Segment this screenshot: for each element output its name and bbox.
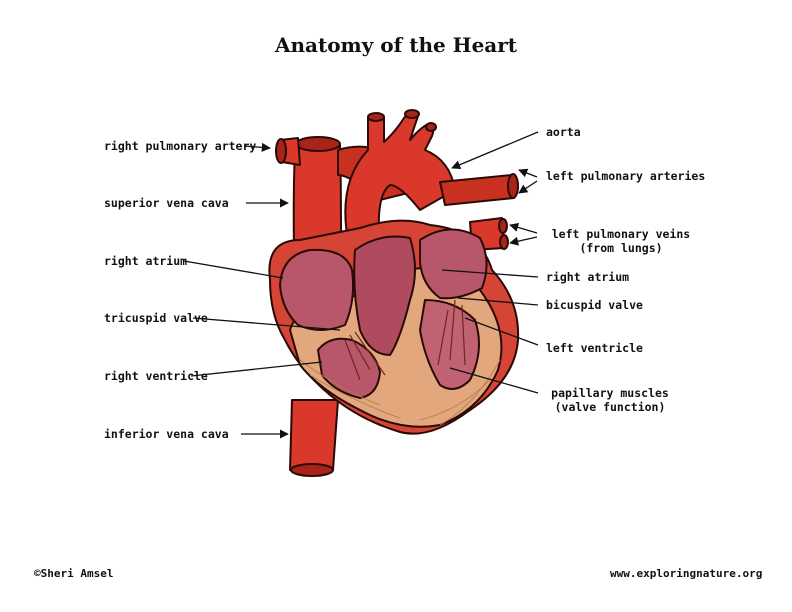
pointer-left-pulmonary-arteries-b [518,180,538,194]
pointer-bicuspid-valve [457,297,539,306]
label-tricuspid-valve: tricuspid valve [104,311,208,325]
muscle-texture [299,359,501,426]
heart-illustration [268,109,520,477]
label-left-ventricle: left ventricle [546,341,643,355]
label-bicuspid-valve: bicuspid valve [546,298,643,312]
label-left-pulmonary-veins-line1: left pulmonary veins [551,227,691,241]
pointer-left-pulmonary-arteries-a [518,168,538,178]
pointer-left-pulmonary-veins-a [509,222,538,234]
label-left-pulmonary-veins: left pulmonary veins (from lungs) [546,227,696,255]
papillary-muscles [344,299,466,381]
pointer-right-ventricle [190,361,323,377]
pointer-tricuspid-valve [192,317,341,331]
pointer-right-atrium-left [183,260,284,279]
label-left-pulmonary-arteries: left pulmonary arteries [546,169,706,183]
label-papillary-muscles-line2: (valve function) [554,400,666,414]
label-papillary-muscles: papillary muscles (valve function) [540,386,680,414]
label-right-atrium-left: right atrium [104,254,188,268]
label-inferior-vena-cava: inferior vena cava [104,427,229,441]
right-atrium-chamber [279,248,355,331]
label-right-atrium-right: right atrium [546,270,630,284]
left-atrium-chamber [419,228,488,300]
septum-chamber [353,235,416,356]
pointer-lines [183,131,539,439]
label-papillary-muscles-line1: papillary muscles [551,386,669,400]
pointer-right-pulmonary-artery [243,142,271,152]
pointer-aorta [451,131,539,170]
pointer-right-atrium-right [441,269,539,278]
copyright-text: ©Sheri Amsel [34,567,114,580]
label-superior-vena-cava: superior vena cava [104,196,229,210]
right-ventricle-chamber [317,337,381,399]
left-ventricle-chamber [419,299,480,390]
website-link[interactable]: www.exploringnature.org [610,567,763,580]
label-right-pulmonary-artery: right pulmonary artery [104,139,257,153]
pointer-papillary-muscles [449,367,539,394]
pointer-left-ventricle [464,317,539,346]
pointer-left-pulmonary-veins-b [509,236,538,246]
label-aorta: aorta [546,125,581,139]
page-title: Anatomy of the Heart [274,33,518,57]
label-left-pulmonary-veins-line2: (from lungs) [579,241,663,255]
label-right-ventricle: right ventricle [104,369,208,383]
